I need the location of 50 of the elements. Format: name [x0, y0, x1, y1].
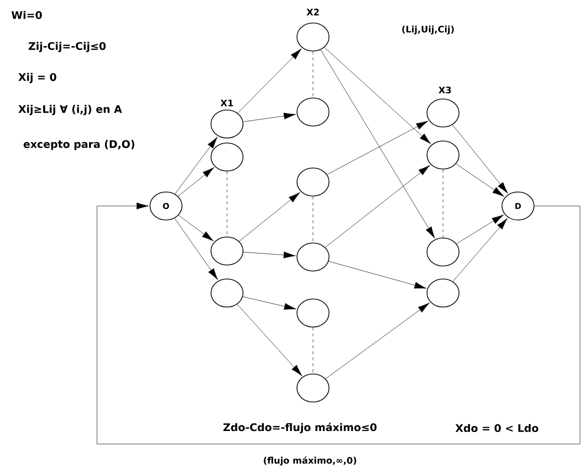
equation-text: Zdo-Cdo=-flujo máximo≤0: [223, 422, 377, 434]
arrow: [242, 296, 296, 310]
arrow: [452, 124, 508, 194]
arrow: [325, 302, 430, 379]
empty-circle: [296, 98, 330, 126]
equation-text: Xij = 0: [18, 72, 56, 84]
arrow: [452, 218, 508, 282]
arrow: [456, 214, 504, 244]
empty-circle: [296, 242, 330, 272]
equation-text: excepto para (D,O): [24, 140, 134, 150]
arrow: [238, 48, 302, 114]
dashed-line: [442, 169, 444, 238]
empty-circle: [296, 298, 330, 328]
arrow: [243, 252, 296, 258]
arrow: [328, 261, 426, 289]
parameter-label: (Lij,Uij,Cij): [402, 26, 454, 34]
empty-circle: [210, 110, 244, 138]
empty-circle: [296, 22, 330, 52]
arrow: [326, 120, 428, 175]
arrow: [174, 136, 218, 194]
empty-circle: [296, 374, 330, 402]
arrow: [237, 304, 302, 376]
equation-text: Zij-Cij=-Cij≤0: [28, 42, 106, 52]
arrow: [178, 215, 214, 242]
arrow: [324, 47, 431, 144]
dashed-line: [312, 51, 314, 98]
arrow: [238, 192, 300, 242]
empty-circle: [426, 140, 460, 170]
empty-circle: [210, 142, 244, 172]
equation-text: Xij≥Lij ∀ (i,j) en A: [18, 104, 122, 116]
arrow: [174, 218, 218, 280]
arrow: [243, 112, 296, 122]
feedback-arrow: [96, 202, 580, 444]
arrow: [320, 50, 435, 238]
equation-text: Xdo = 0 < Ldo: [455, 424, 538, 432]
column-label: X1: [220, 100, 233, 106]
equation-text: Wi=0: [12, 10, 42, 20]
empty-circle: [296, 168, 330, 196]
empty-circle: [210, 278, 244, 308]
arrow: [178, 167, 214, 196]
empty-circle: [426, 238, 460, 266]
arrow: [456, 164, 504, 197]
empty-circle: [210, 236, 244, 266]
arrow: [325, 165, 430, 248]
dashed-line: [312, 327, 314, 374]
edge-label: (flujo máximo,∞,0): [264, 456, 356, 466]
dashed-line: [312, 196, 314, 243]
empty-circle: [426, 98, 460, 128]
empty-circle: [426, 278, 460, 308]
dashed-line: [226, 171, 228, 237]
